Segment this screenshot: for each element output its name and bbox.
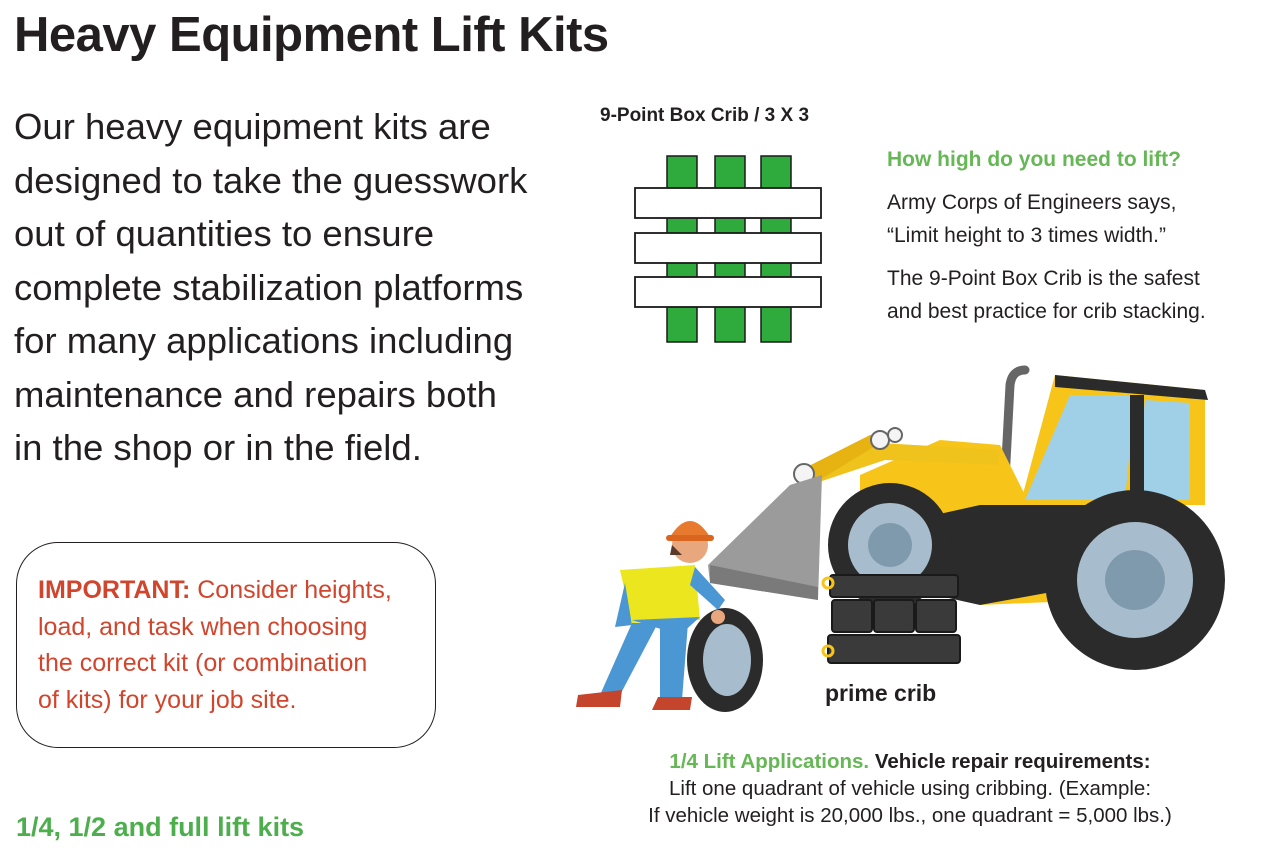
army-line: Army Corps of Engineers says,	[887, 191, 1177, 214]
lift-line: 1/4 Lift Applications. Vehicle repair re…	[560, 748, 1260, 775]
crib-title: 9-Point Box Crib / 3 X 3	[600, 105, 810, 126]
army-corps-quote: Army Corps of Engineers says, “Limit hei…	[887, 186, 1277, 252]
crib-safe-line: The 9-Point Box Crib is the safest	[887, 267, 1200, 290]
intro-paragraph: Our heavy equipment kits are designed to…	[14, 100, 574, 475]
important-line: IMPORTANT: Consider heights,	[38, 572, 428, 609]
important-callout-text: IMPORTANT: Consider heights, load, and t…	[38, 572, 428, 718]
important-line: load, and task when choosing	[38, 612, 368, 641]
intro-line: complete stabilization platforms	[14, 266, 524, 308]
height-question: How high do you need to lift?	[887, 148, 1181, 171]
important-line: of kits) for your job site.	[38, 685, 297, 714]
intro-line: Our heavy equipment kits are	[14, 106, 491, 147]
intro-line: designed to take the guesswork	[14, 159, 528, 201]
wheel-loader-worker-icon	[576, 365, 1225, 712]
important-callout-box	[16, 542, 436, 748]
lift-requirements: Vehicle repair requirements:	[869, 750, 1151, 773]
important-line: the correct kit (or combination	[38, 649, 368, 677]
important-line-rest: Consider heights,	[190, 576, 392, 604]
lift-line: If vehicle weight is 20,000 lbs., one qu…	[648, 804, 1172, 827]
prime-crib-label: prime crib	[825, 680, 937, 706]
page-title: Heavy Equipment Lift Kits	[14, 8, 609, 62]
intro-line: in the shop or in the field.	[14, 427, 422, 468]
box-crib-diagram-icon	[634, 155, 822, 343]
intro-line: for many applications including	[14, 320, 514, 361]
lift-heading: 1/4 Lift Applications.	[669, 750, 870, 773]
kits-note: 1/4, 1/2 and full lift kits	[16, 812, 305, 842]
crib-safe-line: and best practice for crib stacking.	[887, 300, 1206, 323]
lift-applications-note: 1/4 Lift Applications. Vehicle repair re…	[560, 748, 1260, 829]
intro-line: maintenance and repairs both	[14, 373, 497, 415]
crib-safety-note: The 9-Point Box Crib is the safest and b…	[887, 262, 1277, 328]
lift-line: Lift one quadrant of vehicle using cribb…	[668, 777, 1152, 800]
important-label: IMPORTANT:	[38, 576, 191, 604]
army-line: “Limit height to 3 times width.”	[887, 224, 1166, 247]
intro-line: out of quantities to ensure	[14, 213, 435, 254]
